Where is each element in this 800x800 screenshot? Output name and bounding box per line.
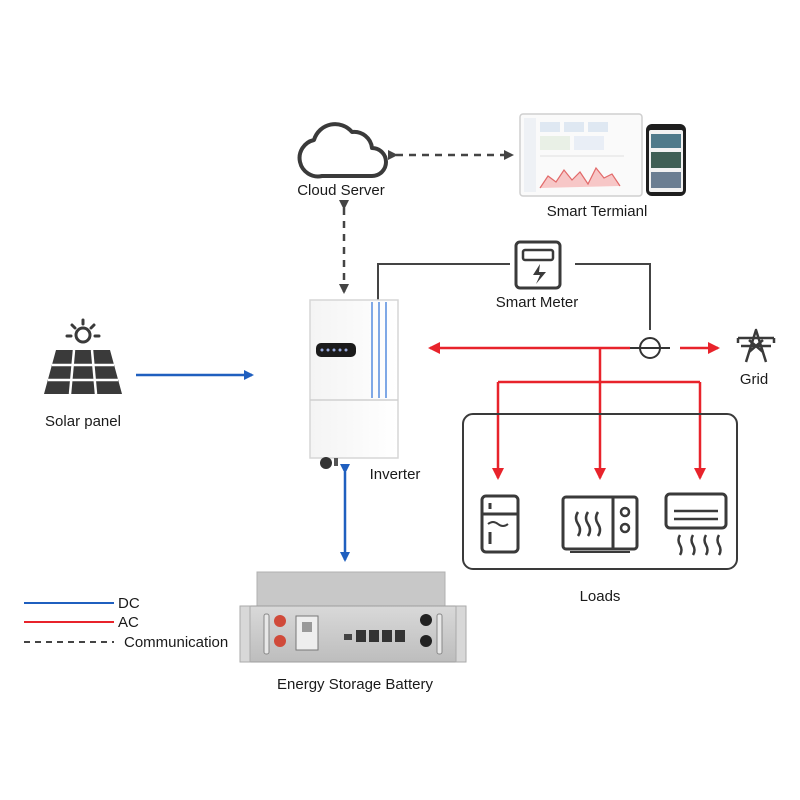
fridge-icon: [480, 494, 520, 554]
grid-label: Grid: [740, 371, 768, 388]
ct-sensor-icon: [630, 337, 670, 359]
battery-image: [239, 571, 467, 663]
battery-label: Energy Storage Battery: [277, 676, 433, 693]
inverter-image: [309, 299, 399, 469]
legend-comm-label: Communication: [124, 634, 228, 651]
air-conditioner-icon: [664, 492, 728, 556]
meter-comm-line-left: [377, 263, 510, 300]
smart-meter-icon: [514, 240, 562, 290]
meter-comm-line-right: [575, 263, 651, 330]
loads-box: [462, 413, 738, 570]
legend: DC AC Communication: [24, 595, 228, 651]
grid-tower-icon: [736, 328, 776, 363]
microwave-icon: [561, 495, 639, 553]
cloud-icon: [297, 122, 388, 179]
solar-panel-label: Solar panel: [45, 413, 121, 430]
inverter-label: Inverter: [370, 466, 421, 483]
legend-dc-label: DC: [118, 595, 140, 612]
smart-meter-label: Smart Meter: [496, 294, 579, 311]
legend-ac-label: AC: [118, 614, 139, 631]
solar-panel-icon: [44, 318, 122, 395]
smart-terminal-image: [519, 113, 686, 197]
loads-label: Loads: [580, 588, 621, 605]
smart-terminal-label: Smart Termianl: [547, 203, 648, 220]
cloud-server-label: Cloud Server: [297, 182, 385, 199]
